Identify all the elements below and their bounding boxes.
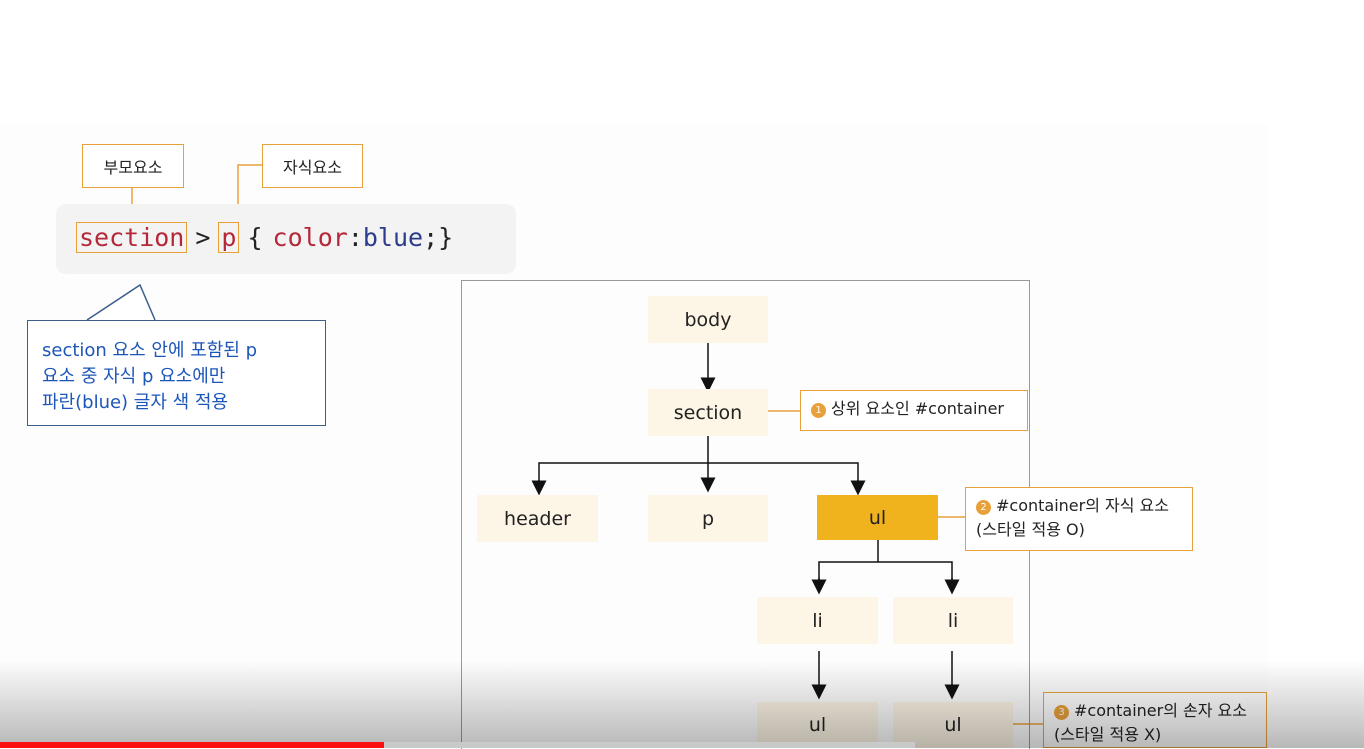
code-panel <box>56 204 516 274</box>
note-child: 2 #container의 자식 요소 (스타일 적용 O) <box>965 487 1193 551</box>
node-header: header <box>477 495 598 542</box>
parent-label: 부모요소 <box>82 144 184 188</box>
note-1-text: 상위 요소인 #container <box>831 399 1004 418</box>
child-label: 자식요소 <box>262 144 363 188</box>
callout-line-1: section 요소 안에 포함된 p <box>42 340 258 361</box>
video-progress-fill[interactable] <box>0 742 385 748</box>
note-3-line-2: (스타일 적용 X) <box>1054 725 1162 744</box>
code-combinator: > <box>195 223 211 252</box>
note-grandchild: 3 #container의 손자 요소 (스타일 적용 X) <box>1043 692 1267 748</box>
node-body: body <box>648 296 768 343</box>
note-parent: 1 상위 요소인 #container <box>800 390 1028 431</box>
code-selector-child: p <box>218 222 240 253</box>
callout-line-2: 요소 중 자식 p 요소에만 <box>42 366 226 387</box>
node-ul-child: ul <box>817 495 938 540</box>
code-close: ;} <box>423 223 454 252</box>
note-2-line-1: #container의 자식 요소 <box>996 496 1169 515</box>
code-value: blue <box>362 223 424 252</box>
code-property: color <box>272 223 348 252</box>
code-selector-parent: section <box>76 222 188 253</box>
video-progress-track[interactable] <box>0 742 915 748</box>
node-ul-grandchild-left: ul <box>757 702 878 748</box>
note-3-line-1: #container의 손자 요소 <box>1074 701 1247 720</box>
node-li-left: li <box>757 597 878 644</box>
node-ul-grandchild-right: ul <box>893 702 1013 748</box>
node-section: section <box>648 389 768 436</box>
callout-line-3: 파란(blue) 글자 색 적용 <box>42 392 229 413</box>
code-open-brace: { <box>247 223 263 252</box>
explanation-callout: section 요소 안에 포함된 p 요소 중 자식 p 요소에만 파란(bl… <box>27 320 326 426</box>
css-code: section > p { color : blue ;} <box>74 222 453 253</box>
note-1-badge: 1 <box>811 403 826 418</box>
node-p: p <box>648 495 768 542</box>
note-2-badge: 2 <box>976 500 991 515</box>
node-li-right: li <box>893 597 1013 644</box>
code-colon: : <box>347 223 363 252</box>
note-2-line-2: (스타일 적용 O) <box>976 520 1085 539</box>
note-3-badge: 3 <box>1054 705 1069 720</box>
